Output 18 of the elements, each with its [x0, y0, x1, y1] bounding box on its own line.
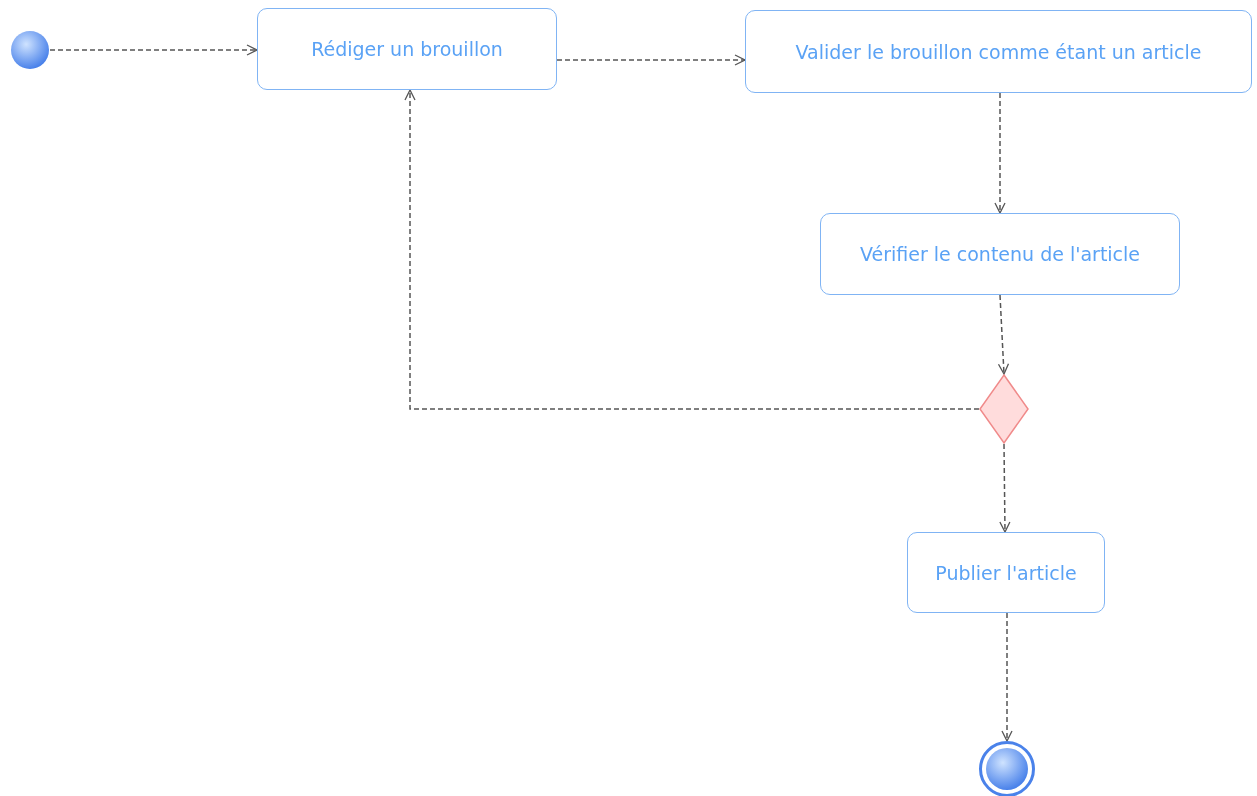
action-label: Valider le brouillon comme étant un article: [794, 40, 1203, 63]
arrow: [49, 44, 258, 56]
action-box: [820, 213, 1180, 295]
arrow: [994, 92, 1006, 214]
action-label: Vérifier le contenu de l'article: [858, 243, 1142, 265]
action-box: [745, 10, 1252, 93]
arrow: [556, 54, 746, 66]
decision-diamond: [979, 374, 1029, 444]
arrow: [404, 89, 980, 410]
arrow: [997, 294, 1010, 375]
initial-node: [10, 30, 50, 70]
arrow: [999, 443, 1011, 533]
arrow: [1001, 612, 1013, 742]
action-box: [257, 8, 557, 90]
action-label: Rédiger un brouillon: [310, 38, 504, 60]
action-box: [907, 532, 1105, 613]
final-node: [979, 741, 1035, 796]
action-label: Publier l'article: [934, 561, 1078, 584]
